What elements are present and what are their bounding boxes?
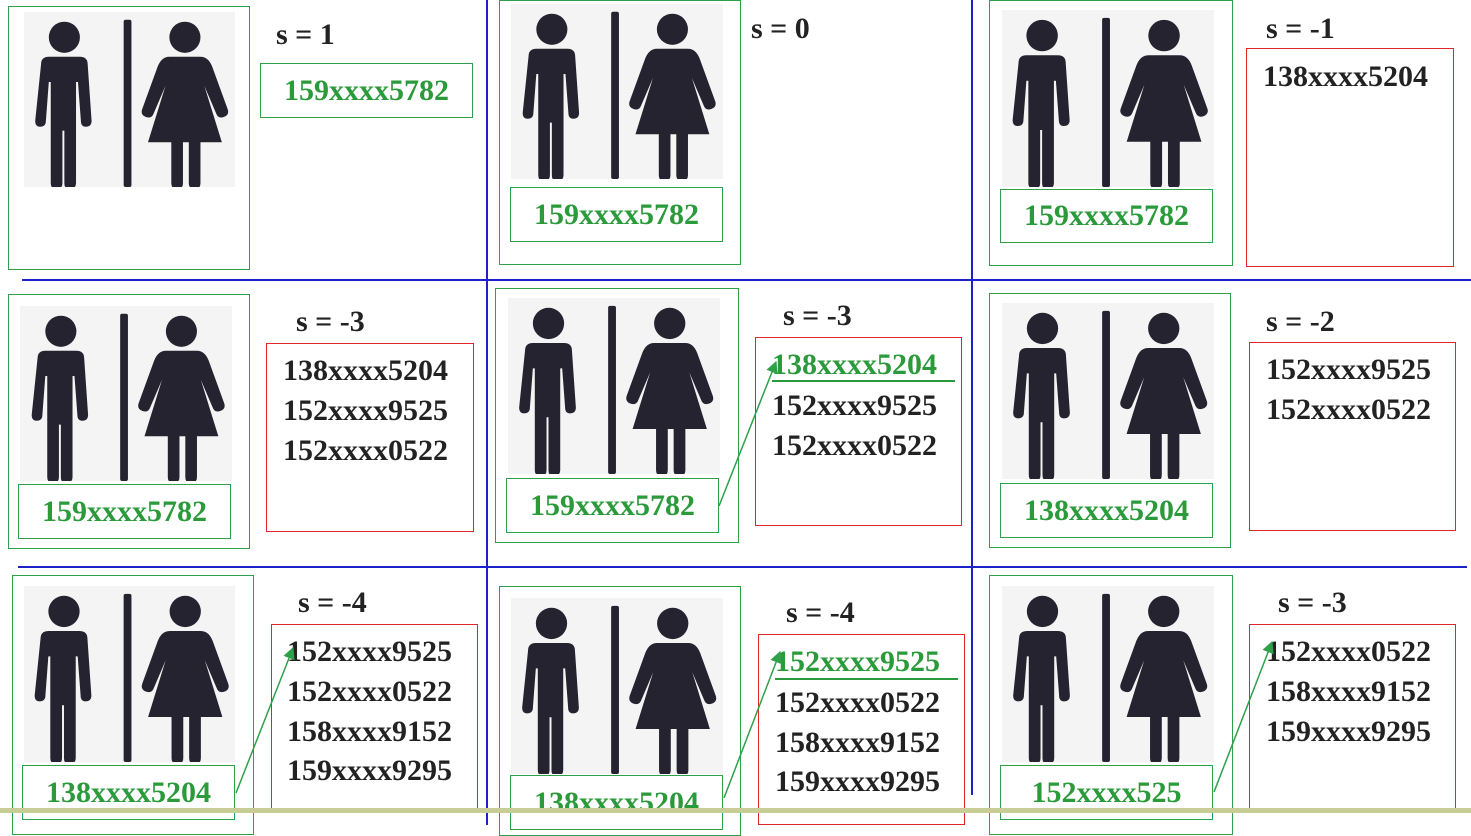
candidate-number: 159xxxx9295 [287, 754, 452, 787]
current-number-label: 159xxxx5782 [18, 484, 231, 539]
restroom-icon [511, 4, 723, 179]
restroom-icon [1002, 10, 1214, 187]
grid-divider-vertical-2 [971, 0, 973, 795]
restroom-icon [511, 598, 723, 774]
restroom-icon [24, 586, 235, 762]
current-number-label: 138xxxx5204 [510, 775, 723, 830]
icon-frame [989, 293, 1231, 548]
s-value: s = -3 [1278, 586, 1347, 619]
current-number-label: 159xxxx5782 [510, 187, 723, 242]
candidate-number: 152xxxx0522 [287, 675, 452, 708]
candidate-list-box [1246, 48, 1454, 267]
candidate-number: 152xxxx9525 [1266, 353, 1431, 386]
candidate-number-matched: 138xxxx5204 [772, 348, 937, 381]
candidate-number-matched: 152xxxx9525 [775, 645, 940, 678]
current-number-label: 159xxxx5782 [260, 63, 473, 118]
restroom-icon [24, 12, 235, 187]
s-value: s = -3 [783, 299, 852, 332]
s-value: s = -2 [1266, 305, 1335, 338]
current-number-label: 159xxxx5782 [506, 478, 719, 533]
s-value: s = -1 [1266, 12, 1335, 45]
candidate-number: 152xxxx9525 [772, 389, 937, 422]
candidate-number: 152xxxx0522 [1266, 393, 1431, 426]
candidate-number: 152xxxx9525 [283, 394, 448, 427]
current-number-label: 159xxxx5782 [1000, 189, 1213, 243]
icon-frame [989, 0, 1233, 266]
candidate-number: 158xxxx9152 [1266, 675, 1431, 708]
candidate-number: 152xxxx0522 [775, 686, 940, 719]
s-value: s = -4 [298, 586, 367, 619]
s-value: s = -3 [296, 305, 365, 338]
candidate-list-box [266, 343, 474, 532]
current-number-label: 138xxxx5204 [22, 765, 235, 820]
icon-frame [499, 0, 741, 265]
restroom-icon [1002, 586, 1214, 762]
s-value: s = 1 [276, 18, 335, 51]
grid-divider-vertical-1 [486, 0, 488, 825]
candidate-number: 138xxxx5204 [283, 354, 448, 387]
s-value: s = -4 [786, 596, 855, 629]
candidate-number: 159xxxx9295 [775, 765, 940, 798]
footer-bar [0, 808, 1471, 813]
candidate-number: 152xxxx0522 [772, 429, 937, 462]
grid-divider-horizontal-2 [18, 566, 1467, 568]
candidate-number: 152xxxx9525 [287, 635, 452, 668]
icon-frame [8, 6, 250, 270]
match-underline [772, 380, 955, 382]
restroom-icon [508, 298, 720, 474]
candidate-number: 159xxxx9295 [1266, 715, 1431, 748]
restroom-icon [20, 306, 232, 481]
candidate-number: 158xxxx9152 [287, 715, 452, 748]
current-number-label: 152xxxx525 [1000, 765, 1213, 820]
match-underline [775, 678, 958, 680]
candidate-number: 158xxxx9152 [775, 726, 940, 759]
s-value: s = 0 [751, 12, 810, 45]
candidate-number: 152xxxx0522 [283, 434, 448, 467]
current-number-label: 138xxxx5204 [1000, 483, 1213, 538]
candidate-list-box [1249, 342, 1456, 531]
restroom-icon [1002, 303, 1214, 479]
icon-frame [8, 294, 250, 549]
candidate-number: 152xxxx0522 [1266, 635, 1431, 668]
grid-divider-horizontal-1 [22, 279, 1471, 281]
candidate-number: 138xxxx5204 [1263, 60, 1428, 93]
